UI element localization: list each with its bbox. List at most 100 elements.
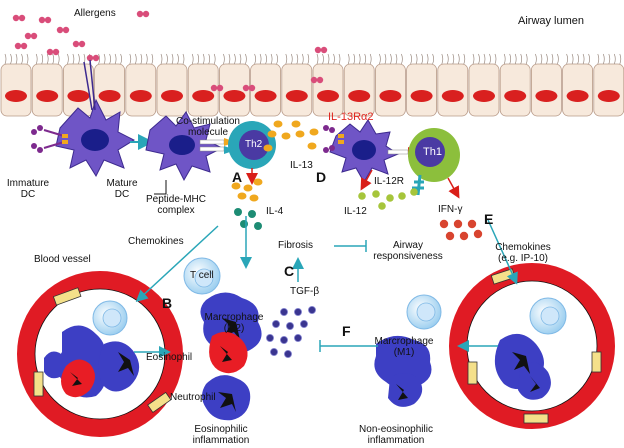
panel-b-label: B [162, 295, 173, 311]
yellow-dot [231, 182, 241, 190]
allergen-particle [52, 48, 60, 56]
epithelial-nucleus [473, 90, 495, 102]
macrophage-m2-label: Marcrophage (M2) [198, 312, 270, 334]
epithelial-nucleus [285, 90, 308, 102]
cilium [384, 53, 387, 65]
il4-dot [248, 210, 256, 218]
epithelial-nucleus [192, 90, 215, 102]
cilium [296, 53, 299, 65]
allergen-particle [242, 84, 250, 92]
cilium [202, 53, 205, 65]
il13-dot [295, 130, 305, 138]
allergen-particle [18, 14, 26, 22]
inhibit-airway-arrow [334, 240, 367, 252]
tgfb-dot [293, 307, 302, 316]
cilium [446, 53, 449, 65]
cilium [483, 53, 486, 65]
cilium [26, 53, 29, 65]
cilium [134, 53, 137, 65]
mature-dc-label-line2: DC [114, 189, 130, 200]
cilium [577, 53, 579, 65]
tgfb-cytokines [265, 305, 316, 358]
epithelial-nucleus [597, 90, 620, 102]
allergen-particle [136, 10, 144, 18]
t-cell-right-icon [406, 294, 442, 330]
il13-dot [281, 132, 291, 140]
epithelial-nucleus [129, 90, 152, 102]
immature-dc-label-line2: DC [20, 189, 36, 200]
tgfb-dot [307, 305, 316, 314]
macrophage-m2-label-line2: (M2) [223, 323, 245, 334]
cilium [478, 53, 480, 65]
cilium [390, 53, 392, 65]
allergen-particle [12, 14, 20, 22]
yellow-dot [243, 184, 253, 192]
cilium [379, 53, 381, 65]
il13-dot [267, 130, 277, 138]
peptide-mhc-label-line2: complex [157, 205, 195, 216]
cilium [353, 53, 356, 65]
mature-dc-label: Mature DC [102, 178, 142, 200]
cilium [520, 53, 523, 65]
immature-dc-label: Immature DC [2, 178, 54, 200]
cilium [223, 53, 225, 65]
peptide-mhc-label-line1: Peptide-MHC [145, 194, 207, 205]
il12-dot [358, 192, 366, 200]
blood-vessel-left [17, 271, 183, 437]
cilium [245, 53, 247, 65]
cilium [265, 53, 267, 65]
epithelial-nucleus [5, 90, 27, 102]
cilium [239, 53, 242, 65]
chemokines-right-label-line2: (e.g. IP-10) [497, 253, 549, 264]
th1-cell-icon [408, 128, 460, 196]
non-eosinophilic-inflammation-label: Non-eosinophilic inflammation [354, 424, 438, 446]
allergen-particle [248, 84, 256, 92]
cilium [514, 53, 517, 65]
cilium [4, 53, 7, 65]
cilium [503, 53, 506, 65]
ifng-dot [445, 231, 455, 241]
eosinophil-icon [209, 331, 248, 374]
cilium [166, 53, 168, 65]
allergen-particle [86, 54, 94, 62]
cilium [441, 53, 444, 65]
cilium [489, 53, 491, 65]
cilium [415, 53, 418, 65]
non-eosinophilic-inflammation-line2: inflammation [367, 435, 425, 446]
allergen-particle [30, 32, 38, 40]
cilium [421, 53, 423, 65]
cilium [588, 53, 590, 65]
allergen-particle [44, 16, 52, 24]
cilium [316, 53, 319, 65]
il13-label: IL-13 [290, 160, 313, 171]
macrophage-m1-label: Marcrophage (M1) [368, 336, 440, 358]
allergen-particle [92, 54, 100, 62]
neutrophil-label: Neutrophil [170, 392, 216, 403]
cilium [395, 53, 398, 65]
cilium [120, 53, 122, 65]
il13ra2-label: IL-13Rα2 [328, 111, 374, 123]
allergen-particle [62, 26, 70, 34]
tgfb-label: TGF-β [290, 286, 320, 297]
allergen-particle [216, 84, 224, 92]
epithelial-nucleus [254, 90, 277, 102]
tgfb-dot [279, 335, 288, 344]
cilium [41, 53, 44, 65]
macrophage-m1-label-line2: (M1) [393, 347, 415, 358]
cilium [358, 53, 361, 65]
panel-e-label: E [484, 211, 494, 227]
il12-dot [410, 188, 418, 196]
peptide-mhc-label: Peptide-MHC complex [140, 194, 212, 216]
cilium [410, 53, 412, 65]
il4-label: IL-4 [266, 206, 284, 217]
cilium [322, 53, 324, 65]
cilium [472, 53, 475, 65]
cilium [145, 53, 148, 65]
cilium [494, 53, 497, 65]
th2-cell-icon [228, 121, 276, 169]
cilium [608, 53, 611, 65]
cilium [151, 53, 154, 65]
cilium [285, 53, 288, 65]
cilium [364, 53, 367, 65]
